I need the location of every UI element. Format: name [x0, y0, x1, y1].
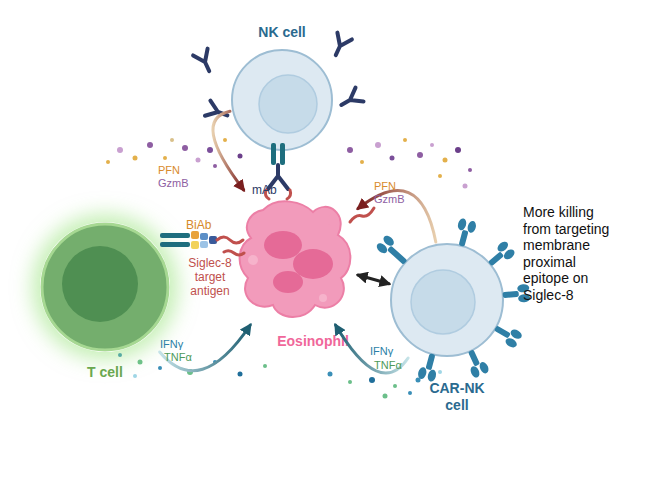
interaction-arrow	[358, 275, 389, 284]
nk-cell: NK cell	[230, 48, 334, 152]
perforin-label: PFN	[374, 180, 404, 193]
t-cell: T cell	[40, 222, 170, 352]
granzyme-label: GzmB	[158, 177, 194, 190]
cytokine-label: IFNγ	[370, 345, 404, 358]
eosinophil: Eosinophil	[233, 190, 358, 325]
granzyme-label: GzmB	[374, 193, 410, 206]
cell-shape	[233, 190, 358, 325]
cell-label: CAR-NK cell	[425, 380, 489, 414]
granule-arrow	[358, 190, 436, 242]
cell-shape	[230, 48, 334, 152]
cytokine-arrow	[336, 325, 409, 373]
note-text: More killing from targeting membrane pro…	[523, 204, 611, 303]
cell-label: NK cell	[222, 24, 342, 41]
car-receptors	[350, 208, 530, 383]
antigen-label: Siglec-8 target antigen	[180, 257, 240, 298]
cytokine-arrow	[160, 325, 251, 371]
car-nk-cell: CAR-NK cell	[389, 242, 505, 358]
cell-label: Eosinophil	[233, 333, 393, 350]
tcr-biab-bridge	[160, 231, 244, 255]
cell-shape	[40, 222, 170, 352]
cell-label: T cell	[45, 364, 165, 381]
perforin-label: PFN	[158, 164, 188, 177]
cytokine-label: TNFα	[374, 359, 408, 372]
cytokine-label: TNFα	[164, 351, 198, 364]
antibody-label: mAb	[252, 184, 292, 198]
bispecific-label: BiAb	[186, 219, 222, 233]
cell-shape	[389, 242, 505, 358]
cytokine-label: IFNγ	[160, 338, 194, 351]
